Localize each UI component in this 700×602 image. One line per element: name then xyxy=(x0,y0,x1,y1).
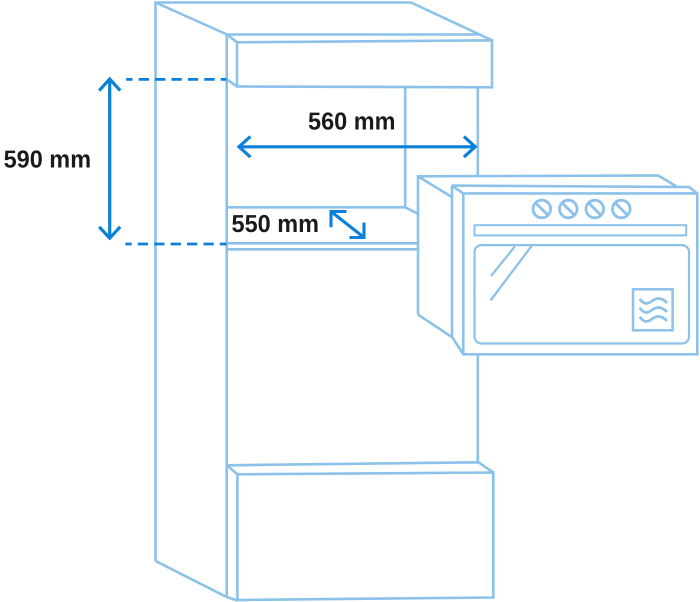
svg-text:590 mm: 590 mm xyxy=(4,147,92,174)
svg-text:550 mm: 550 mm xyxy=(232,211,320,238)
svg-text:560 mm: 560 mm xyxy=(308,109,396,136)
